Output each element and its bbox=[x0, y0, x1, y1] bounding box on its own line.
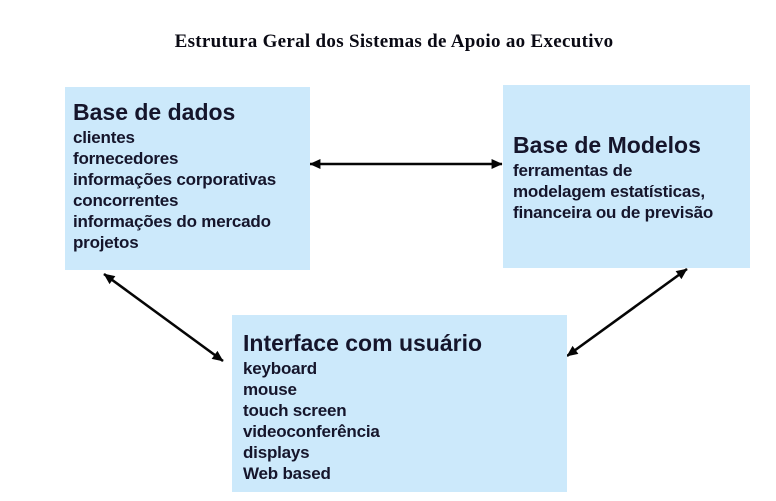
box-base-de-dados-items: clientes fornecedores informações corpor… bbox=[73, 127, 310, 253]
list-item: concorrentes bbox=[73, 191, 179, 210]
list-item: financeira ou de previsão bbox=[513, 203, 714, 222]
list-item: informações do mercado bbox=[73, 212, 271, 231]
box-interface-com-usuario: Interface com usuário keyboard mouse tou… bbox=[232, 315, 567, 492]
list-item: informações corporativas bbox=[73, 170, 277, 189]
box-base-de-dados: Base de dados clientes fornecedores info… bbox=[65, 87, 310, 270]
list-item: modelagem estatísticas, bbox=[513, 182, 705, 201]
list-item: displays bbox=[243, 443, 310, 462]
box-base-de-modelos: Base de Modelos ferramentas de modelagem… bbox=[503, 85, 750, 268]
list-item: clientes bbox=[73, 128, 135, 147]
list-item: mouse bbox=[243, 380, 297, 399]
list-item: keyboard bbox=[243, 359, 317, 378]
box-base-de-modelos-heading: Base de Modelos bbox=[513, 132, 701, 158]
box-interface-com-usuario-items: keyboard mouse touch screen videoconferê… bbox=[243, 358, 567, 484]
diagram-title: Estrutura Geral dos Sistemas de Apoio ao… bbox=[174, 31, 614, 52]
list-item: videoconferência bbox=[243, 422, 380, 441]
arrow-models-interface bbox=[566, 267, 688, 358]
list-item: projetos bbox=[73, 233, 139, 252]
list-item: fornecedores bbox=[73, 149, 179, 168]
box-interface-com-usuario-heading: Interface com usuário bbox=[243, 330, 483, 356]
list-item: Web based bbox=[243, 464, 331, 483]
box-base-de-dados-heading: Base de dados bbox=[73, 99, 236, 125]
list-item: ferramentas de bbox=[513, 161, 633, 180]
box-base-de-modelos-items: ferramentas de modelagem estatísticas, f… bbox=[513, 160, 750, 223]
arrow-database-interface bbox=[103, 272, 224, 363]
list-item: touch screen bbox=[243, 401, 347, 420]
